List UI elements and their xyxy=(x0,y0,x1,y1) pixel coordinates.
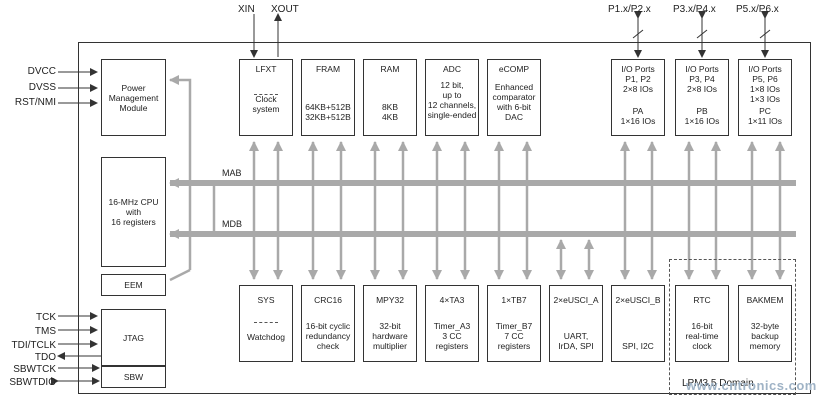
pmm-label: Power Management Module xyxy=(108,82,159,113)
sys-label: SYS xyxy=(257,295,275,305)
timer-a3-block: 4×TA3 Timer_A3 3 CC registers xyxy=(425,285,479,362)
eusci-b-block: 2×eUSCI_B SPI, I2C xyxy=(611,285,665,362)
pin-tms: TMS xyxy=(34,326,56,337)
timer-b7-label: 1×TB7 xyxy=(501,295,527,305)
eusci-a-block: 2×eUSCI_A UART, IrDA, SPI xyxy=(549,285,603,362)
ecomp-block: eCOMP Enhanced comparator with 6-bit DAC xyxy=(487,59,541,136)
jtag-label: JTAG xyxy=(122,332,145,343)
mab-bus-label: MAB xyxy=(222,168,242,178)
rtc-block: RTC 16-bit real-time clock xyxy=(675,285,729,362)
pin-tck: TCK xyxy=(36,312,56,323)
port-pc-desc: PC 1×11 IOs xyxy=(747,106,783,126)
pin-p1p2: P1.x/P2.x xyxy=(608,4,651,15)
pin-sbwtck: SBWTCK xyxy=(13,364,56,375)
lpm35-domain-boundary xyxy=(669,259,796,395)
rtc-desc: 16-bit real-time clock xyxy=(685,321,719,351)
pin-tdi-tclk: TDI/TCLK xyxy=(11,340,56,351)
eem-block: EEM xyxy=(101,274,166,296)
adc-desc: 12 bit, up to 12 channels, single-ended xyxy=(427,80,477,120)
eusci-a-label: 2×eUSCI_A xyxy=(553,295,599,305)
eusci-b-label: 2×eUSCI_B xyxy=(615,295,661,305)
watermark: www.cntronics.com xyxy=(686,378,817,393)
pin-p3p4: P3.x/P4.x xyxy=(673,4,716,15)
port-pc-block: I/O Ports P5, P6 1×8 IOs 1×3 IOs PC 1×11… xyxy=(738,59,792,136)
timer-a3-label: 4×TA3 xyxy=(439,295,465,305)
bakmem-block: BAKMEM 32-byte backup memory xyxy=(738,285,792,362)
ram-label: RAM xyxy=(380,64,400,74)
port-pc-ports: I/O Ports P5, P6 1×8 IOs 1×3 IOs xyxy=(748,64,782,104)
sbw-block: SBW xyxy=(101,366,166,388)
pin-dvcc: DVCC xyxy=(27,66,56,77)
port-bus-slash-0 xyxy=(632,29,644,39)
crc16-block: CRC16 16-bit cyclic redundancy check xyxy=(301,285,355,362)
bakmem-desc: 32-byte backup memory xyxy=(749,321,781,351)
port-pb-block: I/O Ports P3, P4 2×8 IOs PB 1×16 IOs xyxy=(675,59,729,136)
crc16-desc: 16-bit cyclic redundancy check xyxy=(305,321,351,351)
port-bus-slash-1 xyxy=(696,29,708,39)
timer-a3-desc: Timer_A3 3 CC registers xyxy=(433,321,471,351)
pin-xout: XOUT xyxy=(271,4,299,15)
fram-size: 64KB+512B 32KB+512B xyxy=(305,102,351,122)
cpu-label: 16-MHz CPU with 16 registers xyxy=(108,197,159,227)
sys-watchdog-block: SYS Watchdog xyxy=(239,285,293,362)
lfxt-clock-system-block: LFXT Clock system xyxy=(239,59,293,136)
mpy32-block: MPY32 32-bit hardware multiplier xyxy=(363,285,417,362)
chip-boundary xyxy=(78,42,811,394)
adc-label: ADC xyxy=(443,64,461,74)
pin-xin: XIN xyxy=(238,4,255,15)
port-pa-desc: PA 1×16 IOs xyxy=(620,106,656,126)
pin-dvss: DVSS xyxy=(28,82,56,93)
eem-label: EEM xyxy=(124,280,143,290)
watchdog-label: Watchdog xyxy=(247,332,285,342)
sbw-label: SBW xyxy=(123,372,144,382)
mpy32-desc: 32-bit hardware multiplier xyxy=(372,321,408,351)
eem-bus-link xyxy=(169,268,191,282)
rtc-label: RTC xyxy=(693,295,711,305)
ecomp-desc: Enhanced comparator with 6-bit DAC xyxy=(492,82,536,122)
port-pa-block: I/O Ports P1, P2 2×8 IOs PA 1×16 IOs xyxy=(611,59,665,136)
cpu-block: 16-MHz CPU with 16 registers xyxy=(101,157,166,267)
port-bus-slash-2 xyxy=(759,29,771,39)
pin-sbwtdio: SBWTDIO xyxy=(9,377,56,388)
port-pb-desc: PB 1×16 IOs xyxy=(684,106,720,126)
lfxt-label: LFXT xyxy=(255,64,277,74)
timer-b7-block: 1×TB7 Timer_B7 7 CC registers xyxy=(487,285,541,362)
pin-tdo: TDO xyxy=(34,352,56,363)
timer-b7-desc: Timer_B7 7 CC registers xyxy=(495,321,533,351)
eusci-b-desc: SPI, I2C xyxy=(622,341,654,351)
pmm-bus-elbow xyxy=(169,75,192,150)
fram-label: FRAM xyxy=(315,64,341,74)
ram-size: 8KB 4KB xyxy=(381,102,399,122)
mdb-bus-label: MDB xyxy=(222,219,242,229)
power-management-module: Power Management Module xyxy=(101,59,166,136)
mpy32-label: MPY32 xyxy=(376,295,404,305)
adc-block: ADC 12 bit, up to 12 channels, single-en… xyxy=(425,59,479,136)
fram-block: FRAM 64KB+512B 32KB+512B xyxy=(301,59,355,136)
crc16-label: CRC16 xyxy=(314,295,342,305)
ram-block: RAM 8KB 4KB xyxy=(363,59,417,136)
jtag-block: JTAG xyxy=(101,309,166,366)
bakmem-label: BAKMEM xyxy=(746,295,784,305)
port-pa-ports: I/O Ports P1, P2 2×8 IOs xyxy=(621,64,655,94)
lpm35-domain-label: LPM3.5 Domain xyxy=(682,378,754,389)
port-pb-ports: I/O Ports P3, P4 2×8 IOs xyxy=(685,64,719,94)
ecomp-label: eCOMP xyxy=(498,64,530,74)
pin-rst-nmi: RST/NMI xyxy=(14,97,56,108)
clock-system-label: Clock system xyxy=(252,94,280,114)
pin-p5p6: P5.x/P6.x xyxy=(736,4,779,15)
eusci-a-desc: UART, IrDA, SPI xyxy=(558,331,594,351)
